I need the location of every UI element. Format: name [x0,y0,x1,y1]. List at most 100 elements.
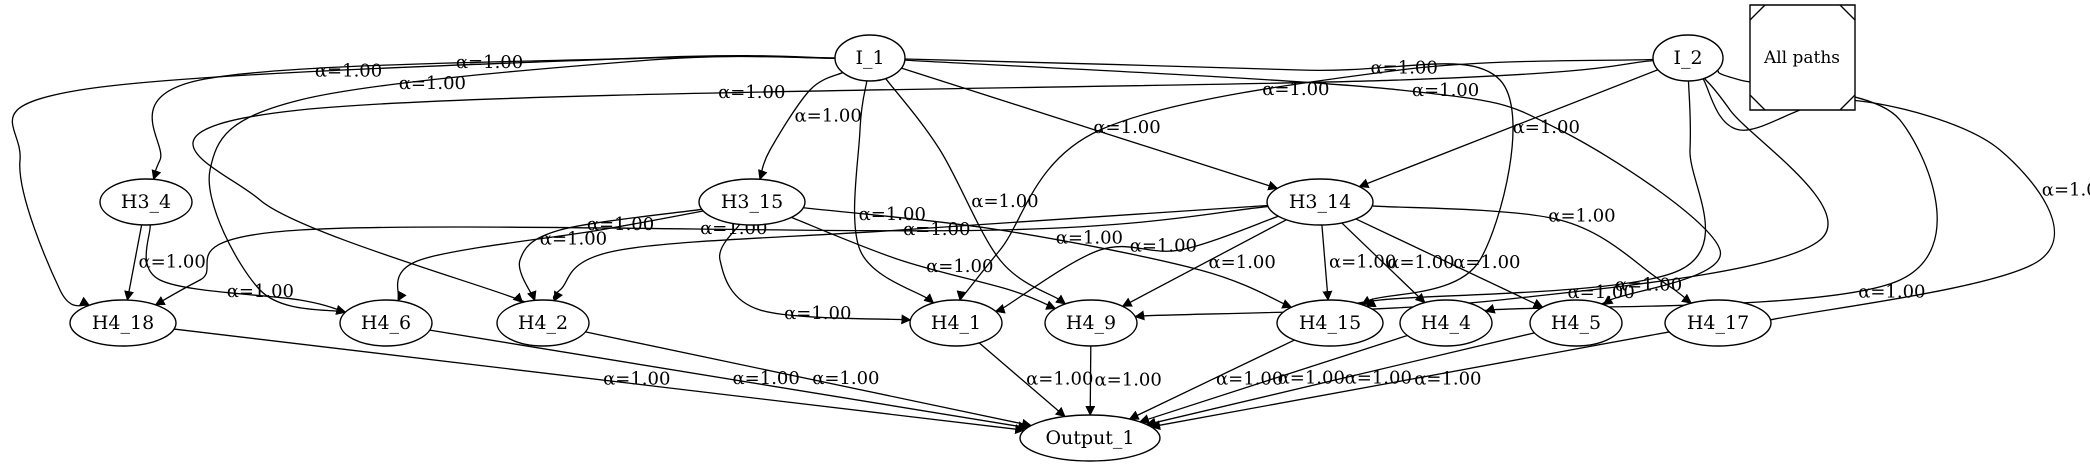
node-label: H4_15 [1299,312,1361,334]
legend-corner [1749,4,1766,21]
edge-label: α=1.00 [718,82,785,103]
node-ellipse [99,178,193,226]
edge-label: α=1.00 [1329,252,1396,273]
edge-H4_17-to-Output_1 [1150,331,1670,431]
edge-label: α=1.00 [399,73,466,94]
node-i-2: I_2 [1652,34,1724,82]
node-label: H4_17 [1687,312,1749,334]
node-label: H3_14 [1289,191,1351,213]
edge-label: α=1.00 [603,369,670,390]
edge-label: α=1.00 [1130,236,1197,257]
node-ellipse [1664,299,1772,347]
edge-label: α=1.00 [812,368,879,389]
node-h4-9: H4_9 [1044,299,1138,347]
node-label: H4_4 [1421,312,1471,334]
edge-label: α=1.00 [926,256,993,277]
edge-label: α=1.00 [1387,252,1454,273]
legend-corner [1839,4,1856,21]
edge-I_1-to-H4_6 [208,55,836,315]
edge-label: α=1.00 [971,191,1038,212]
node-output-1: Output_1 [1019,414,1161,462]
node-ellipse [1652,34,1724,82]
edge-H3_15-to-H4_2 [518,208,702,302]
edge-H4_18-to-Output_1 [174,328,1026,435]
edge-H3_14-to-H4_9 [1121,219,1287,307]
node-label: H4_18 [92,312,154,334]
edge-label: α=1.00 [1026,369,1093,390]
node-i-1: I_1 [834,34,906,82]
node-h4-5: H4_5 [1529,299,1623,347]
node-ellipse [698,178,806,226]
edge-label: α=1.00 [315,61,382,82]
node-h4-18: H4_18 [69,299,177,347]
node-label: H3_15 [721,191,783,213]
node-h4-1: H4_1 [909,299,1003,347]
edge-I_2-to-H4_1 [950,58,1654,305]
legend-corner [1749,94,1766,111]
edge-H3_14-to-H4_5 [1355,218,1544,308]
edge-I_2-to-H4_15 [1352,80,1707,307]
edge-H3_15-to-H4_6 [396,210,704,302]
node-label: H3_4 [121,191,171,213]
edge-H4_1-to-Output_1 [978,342,1066,418]
edge-I_1-to-H4_1 [853,80,937,306]
edge-label: α=1.00 [1216,369,1283,390]
edge-H3_14-to-H4_2 [552,204,1268,302]
edge-I_1-to-H4_15 [904,58,1514,306]
edge-label: α=1.00 [1412,80,1479,101]
node-h4-2: H4_2 [496,299,590,347]
edge-I_1-to-H4_9 [885,78,1068,306]
edge-label: α=1.00 [1278,368,1345,389]
edge-label: α=1.00 [227,281,294,302]
node-label: H4_2 [518,312,568,334]
edge-H3_4-to-H4_6 [145,224,347,315]
edge-label: α=1.00 [1371,58,1438,79]
edge-label: α=1.00 [1513,117,1580,138]
node-ellipse [909,299,1003,347]
node-label: H4_5 [1551,312,1601,334]
edge-label: α=1.00 [587,214,654,235]
edge-H4_6-to-Output_1 [429,329,1029,432]
edge-label: α=1.00 [1095,370,1162,391]
edge-label: α=1.00 [1548,206,1615,227]
edge-label: α=1.00 [1209,252,1276,273]
edge-H3_14-to-H4_17 [1372,205,1693,304]
edge-label: α=1.00 [1453,252,1520,273]
node-h3-14: H3_14 [1266,178,1374,226]
node-ellipse [339,299,433,347]
edge-I_2-to-H4_2 [192,60,1654,309]
edge-label: α=1.00 [1056,228,1123,249]
node-h4-6: H4_6 [339,299,433,347]
node-ellipse [69,299,177,347]
edge-H3_14-to-H4_4 [1341,222,1426,304]
edge-label: α=1.00 [139,252,206,273]
node-ellipse [1044,299,1138,347]
edge-label: α=1.00 [733,368,800,389]
edge-I_2-to-H4_9 [1111,77,1829,321]
legend-all-paths: All paths [1749,4,1856,111]
edge-label: α=1.00 [903,219,970,240]
node-ellipse [1399,299,1493,347]
edge-H3_15-to-H4_1 [719,224,912,325]
node-h4-4: H4_4 [1399,299,1493,347]
edge-I_1-to-H4_18 [11,54,836,307]
edge-label: α=1.00 [540,228,607,249]
node-label: Output_1 [1045,427,1134,449]
node-label: H4_1 [931,312,981,334]
edge-I_1-to-H3_15 [758,71,844,181]
node-h3-4: H3_4 [99,178,193,226]
edge-label: α=1.00 [1568,282,1635,303]
node-ellipse [1276,299,1384,347]
edge-label: α=1.00 [1345,368,1412,389]
legend-corner [1839,94,1856,111]
node-ellipse [834,34,906,82]
edge-H4_4-to-Output_1 [1138,334,1408,424]
edge-label: α=1.00 [456,52,523,73]
edge-label: α=1.00 [1093,117,1160,138]
edge-label: α=1.00 [1262,79,1329,100]
edge-label: α=1.00 [2042,180,2090,201]
node-ellipse [1019,414,1161,462]
node-ellipse [496,299,590,347]
edge-I_2-to-H3_14 [1358,69,1659,188]
